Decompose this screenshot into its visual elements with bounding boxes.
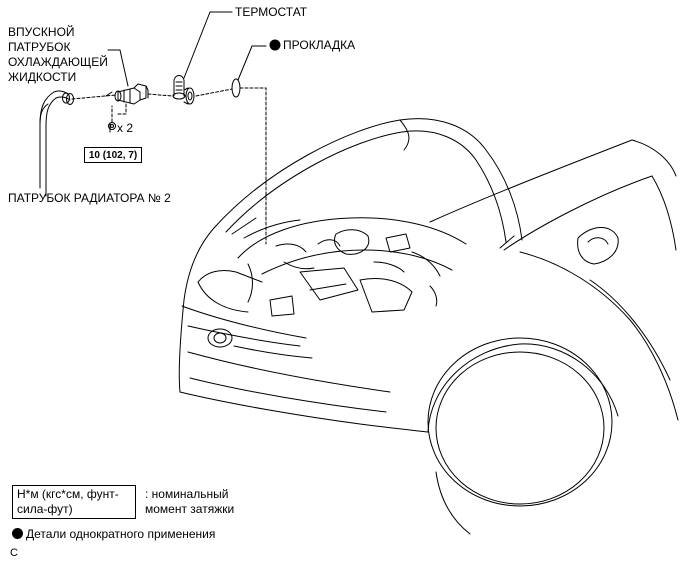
leader-lines — [45, 11, 267, 197]
car-body-drawing — [178, 118, 679, 535]
torque-unit-line-1: Н*м (кгс*см, фунт- — [17, 487, 119, 501]
gasket-label: ПРОКЛАДКА — [283, 38, 356, 52]
coolant-inlet-pipe-drawing — [105, 83, 149, 105]
inlet-pipe-label-line-4: ЖИДКОСТИ — [8, 70, 77, 84]
gasket-drawing — [231, 78, 241, 98]
torque-unit-description: : номинальный момент затяжки — [145, 487, 234, 517]
filled-circle-icon — [12, 528, 23, 539]
torque-unit-line-2: сила-фут) — [17, 502, 73, 516]
non-reusable-legend: Детали однократного применения — [12, 527, 215, 542]
figure-corner-code: C — [10, 547, 18, 559]
non-reusable-legend-text: Детали однократного применения — [26, 527, 216, 541]
bolt-quantity-label: x 2 — [117, 121, 134, 135]
inlet-pipe-label: ВПУСКНОЙ ПАТРУБОК ОХЛАЖДАЮЩЕЙ ЖИДКОСТИ — [8, 25, 108, 85]
torque-unit-description-line-1: : номинальный — [145, 487, 229, 501]
inlet-pipe-label-line-2: ПАТРУБОК — [8, 40, 71, 54]
thermostat-drawing — [172, 75, 195, 105]
inlet-pipe-label-line-3: ОХЛАЖДАЮЩЕЙ — [8, 55, 108, 69]
radiator-hose-label: ПАТРУБОК РАДИАТОРА № 2 — [8, 191, 171, 205]
thermostat-label: ТЕРМОСТАТ — [235, 5, 308, 19]
radiator-hose-drawing — [39, 90, 74, 189]
torque-unit-description-line-2: момент затяжки — [145, 502, 235, 516]
non-reusable-markers — [269, 39, 281, 51]
torque-value-box: 10 (102, 7) — [84, 147, 142, 163]
inlet-pipe-label-line-1: ВПУСКНОЙ — [8, 25, 75, 39]
assembly-dash-lines — [71, 87, 267, 245]
torque-unit-legend-box: Н*м (кгс*см, фунт- сила-фут) — [12, 485, 136, 519]
